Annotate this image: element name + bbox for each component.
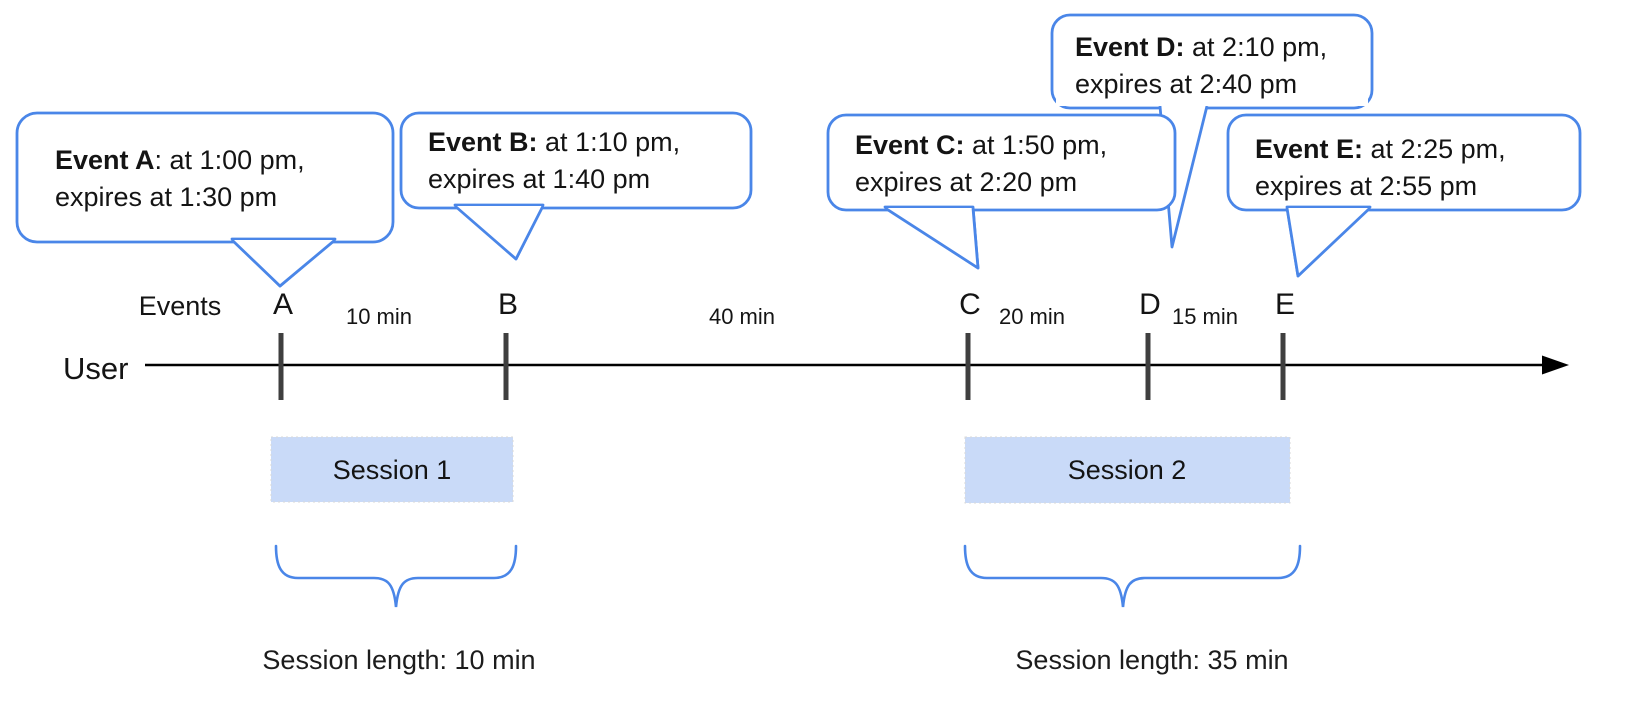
bubble-b-text: Event B: at 1:10 pm, expires at 1:40 pm [428, 124, 680, 198]
bubble-d-title: Event D: [1075, 32, 1185, 62]
brace-session-1 [274, 544, 518, 608]
tick-a [278, 333, 284, 400]
session-1-length-label: Session length: 10 min [262, 645, 536, 675]
bubble-e-line2: expires at 2:55 pm [1255, 171, 1478, 201]
session-2-label: Session 2 [1067, 455, 1187, 485]
speech-bubble-event-c [826, 113, 1177, 270]
tick-label-e: E [1274, 288, 1296, 321]
tick-c [965, 333, 971, 400]
bubble-e-title: Event E: [1255, 134, 1364, 164]
bubble-b-tail [454, 204, 545, 261]
bubble-a-line1: Event A: at 1:00 pm, [55, 142, 305, 179]
timeline-arrowhead-icon [1542, 355, 1569, 375]
bubble-e-line1: Event E: at 2:25 pm, [1255, 131, 1506, 168]
session-2-length-label: Session length: 35 min [1015, 645, 1289, 675]
bubble-b-line1: Event B: at 1:10 pm, [428, 124, 680, 161]
bubble-c-text: Event C: at 1:50 pm, expires at 2:20 pm [855, 127, 1107, 201]
bubble-b-time: at 1:10 pm, [537, 127, 681, 157]
bubble-c-body [826, 113, 1177, 212]
bubble-d-text: Event D: at 2:10 pm, expires at 2:40 pm [1075, 29, 1327, 103]
bubble-e-body [1226, 113, 1582, 212]
tick-e [1280, 333, 1286, 400]
session-1-label: Session 1 [332, 455, 452, 485]
bubble-b-line2: expires at 1:40 pm [428, 164, 651, 194]
tick-label-d: D [1139, 288, 1161, 321]
session-2-box [964, 436, 1291, 504]
bubble-a-line2: expires at 1:30 pm [55, 182, 278, 212]
interval-a-b: 10 min [345, 304, 413, 329]
bubble-a-tail [231, 238, 336, 288]
tick-d [1145, 333, 1151, 400]
tick-label-c: C [959, 288, 981, 321]
tick-label-a: A [272, 288, 294, 321]
tick-b [503, 333, 509, 400]
speech-bubble-event-b [399, 111, 753, 261]
events-label: Events [138, 291, 222, 321]
bubble-a-title: Event A [55, 145, 155, 175]
tick-label-b: B [497, 288, 519, 321]
brace-session-2 [963, 544, 1302, 608]
bubble-c-tail [884, 206, 980, 270]
bubble-d-body [1050, 13, 1374, 110]
session-1-box [270, 436, 514, 503]
bubble-e-time: at 2:25 pm, [1363, 134, 1506, 164]
bubble-a-text: Event A: at 1:00 pm, expires at 1:30 pm [55, 142, 305, 216]
bubble-d-time: at 2:10 pm, [1184, 32, 1328, 62]
bubble-c-time: at 1:50 pm, [964, 130, 1108, 160]
bubble-e-tail [1285, 206, 1371, 278]
speech-bubble-event-e [1226, 113, 1582, 278]
bubble-c-title: Event C: [855, 130, 965, 160]
bubble-c-line2: expires at 2:20 pm [855, 167, 1078, 197]
bubble-b-title: Event B: [428, 127, 538, 157]
bubble-d-line1: Event D: at 2:10 pm, [1075, 29, 1327, 66]
interval-c-d: 20 min [998, 304, 1066, 329]
interval-b-c: 40 min [708, 304, 776, 329]
bubble-a-body [15, 111, 395, 244]
bubble-d-seam [1056, 96, 1368, 106]
bubble-c-line1: Event C: at 1:50 pm, [855, 127, 1107, 164]
user-label: User [63, 351, 129, 386]
bubble-a-time: : at 1:00 pm, [154, 145, 305, 175]
bubble-b-body [399, 111, 753, 210]
bubble-e-text: Event E: at 2:25 pm, expires at 2:55 pm [1255, 131, 1506, 205]
interval-d-e: 15 min [1171, 304, 1239, 329]
bubble-d-line2: expires at 2:40 pm [1075, 69, 1298, 99]
speech-bubble-event-a [15, 111, 395, 288]
